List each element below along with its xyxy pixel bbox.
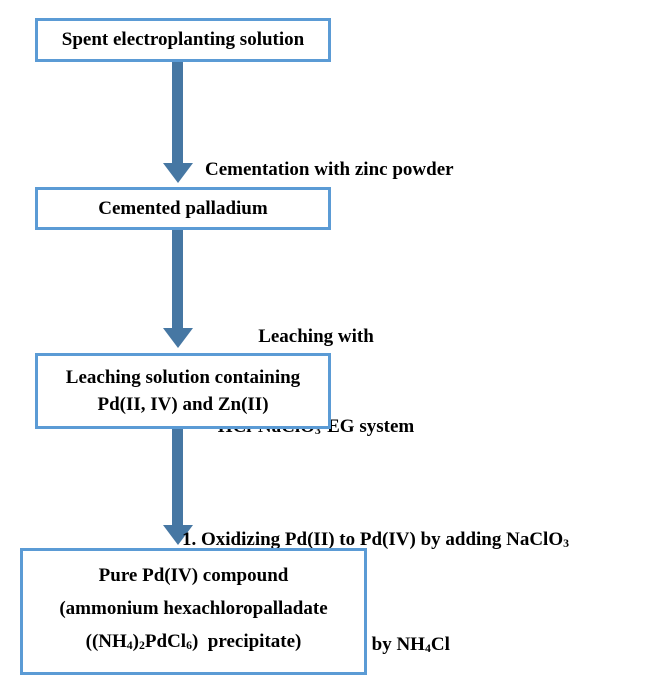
box-leaching-solution: Leaching solution containing Pd(II, IV) … (35, 353, 331, 429)
down-arrow-head-2 (163, 328, 193, 348)
arrow-label-line: Cementation with zinc powder (205, 159, 454, 180)
down-arrow-shaft-1 (172, 62, 183, 163)
box-text-line: Cemented palladium (98, 197, 268, 219)
box-text-line: Pure Pd(IV) compound (98, 565, 289, 586)
box-text-line: Spent electroplanting solution (61, 29, 305, 50)
box-pure-pd-compound: Pure Pd(IV) compound (ammonium hexachlor… (20, 548, 367, 675)
box-cemented-palladium: Cemented palladium (35, 187, 331, 230)
down-arrow-head-1 (163, 163, 193, 183)
down-arrow-shaft-3 (172, 429, 183, 525)
box-text-line: Pd(II, IV) and Zn(II) (97, 394, 269, 415)
down-arrow-shaft-2 (172, 230, 183, 328)
arrow-label-line: Leaching with (258, 326, 374, 347)
box-text-line: ((NH4)2PdCl6) precipitate) (85, 631, 302, 653)
down-arrow-head-3 (163, 525, 193, 545)
box-text-line: (ammonium hexachloropalladate (59, 598, 328, 619)
arrow-label-cementation: Cementation with zinc powder (205, 112, 454, 227)
box-spent-electroplanting-solution: Spent electroplanting solution (35, 18, 331, 62)
arrow-label-line: 1. Oxidizing Pd(II) to Pd(IV) by adding … (182, 529, 570, 551)
box-text-line: Leaching solution containing (65, 367, 301, 388)
arrow-label-oxidizing-precipitating: 1. Oxidizing Pd(II) to Pd(IV) by adding … (182, 452, 569, 693)
